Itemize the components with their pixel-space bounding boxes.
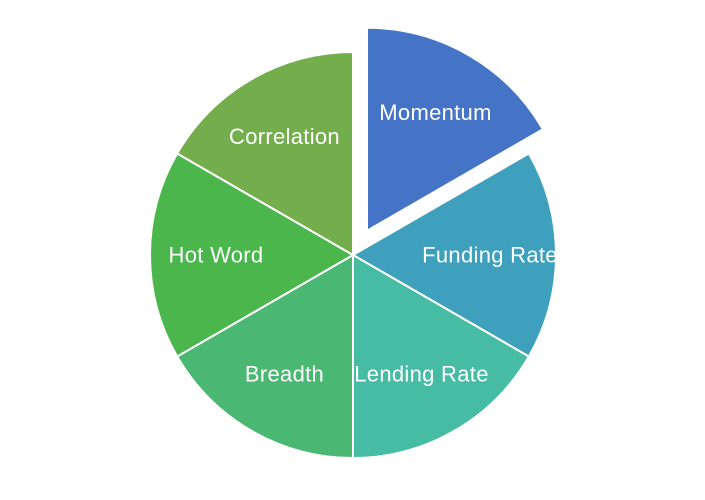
pie-slice-lending-rate[interactable] [352, 254, 530, 459]
slice-label-funding-rate: Funding Rate [422, 243, 558, 268]
pie-slice-correlation[interactable] [176, 51, 354, 256]
pie-slice-breadth[interactable] [176, 254, 354, 459]
slice-label-breadth: Breadth [245, 361, 324, 386]
slice-label-lending-rate: Lending Rate [354, 361, 488, 386]
slice-label-hot-word: Hot Word [169, 243, 264, 268]
pie-slice-funding-rate[interactable] [352, 152, 557, 358]
slice-label-correlation: Correlation [229, 124, 340, 149]
slice-label-momentum: Momentum [379, 100, 491, 125]
pie-slice-hot-word[interactable] [149, 152, 354, 358]
pie-slice-momentum[interactable] [366, 26, 544, 232]
